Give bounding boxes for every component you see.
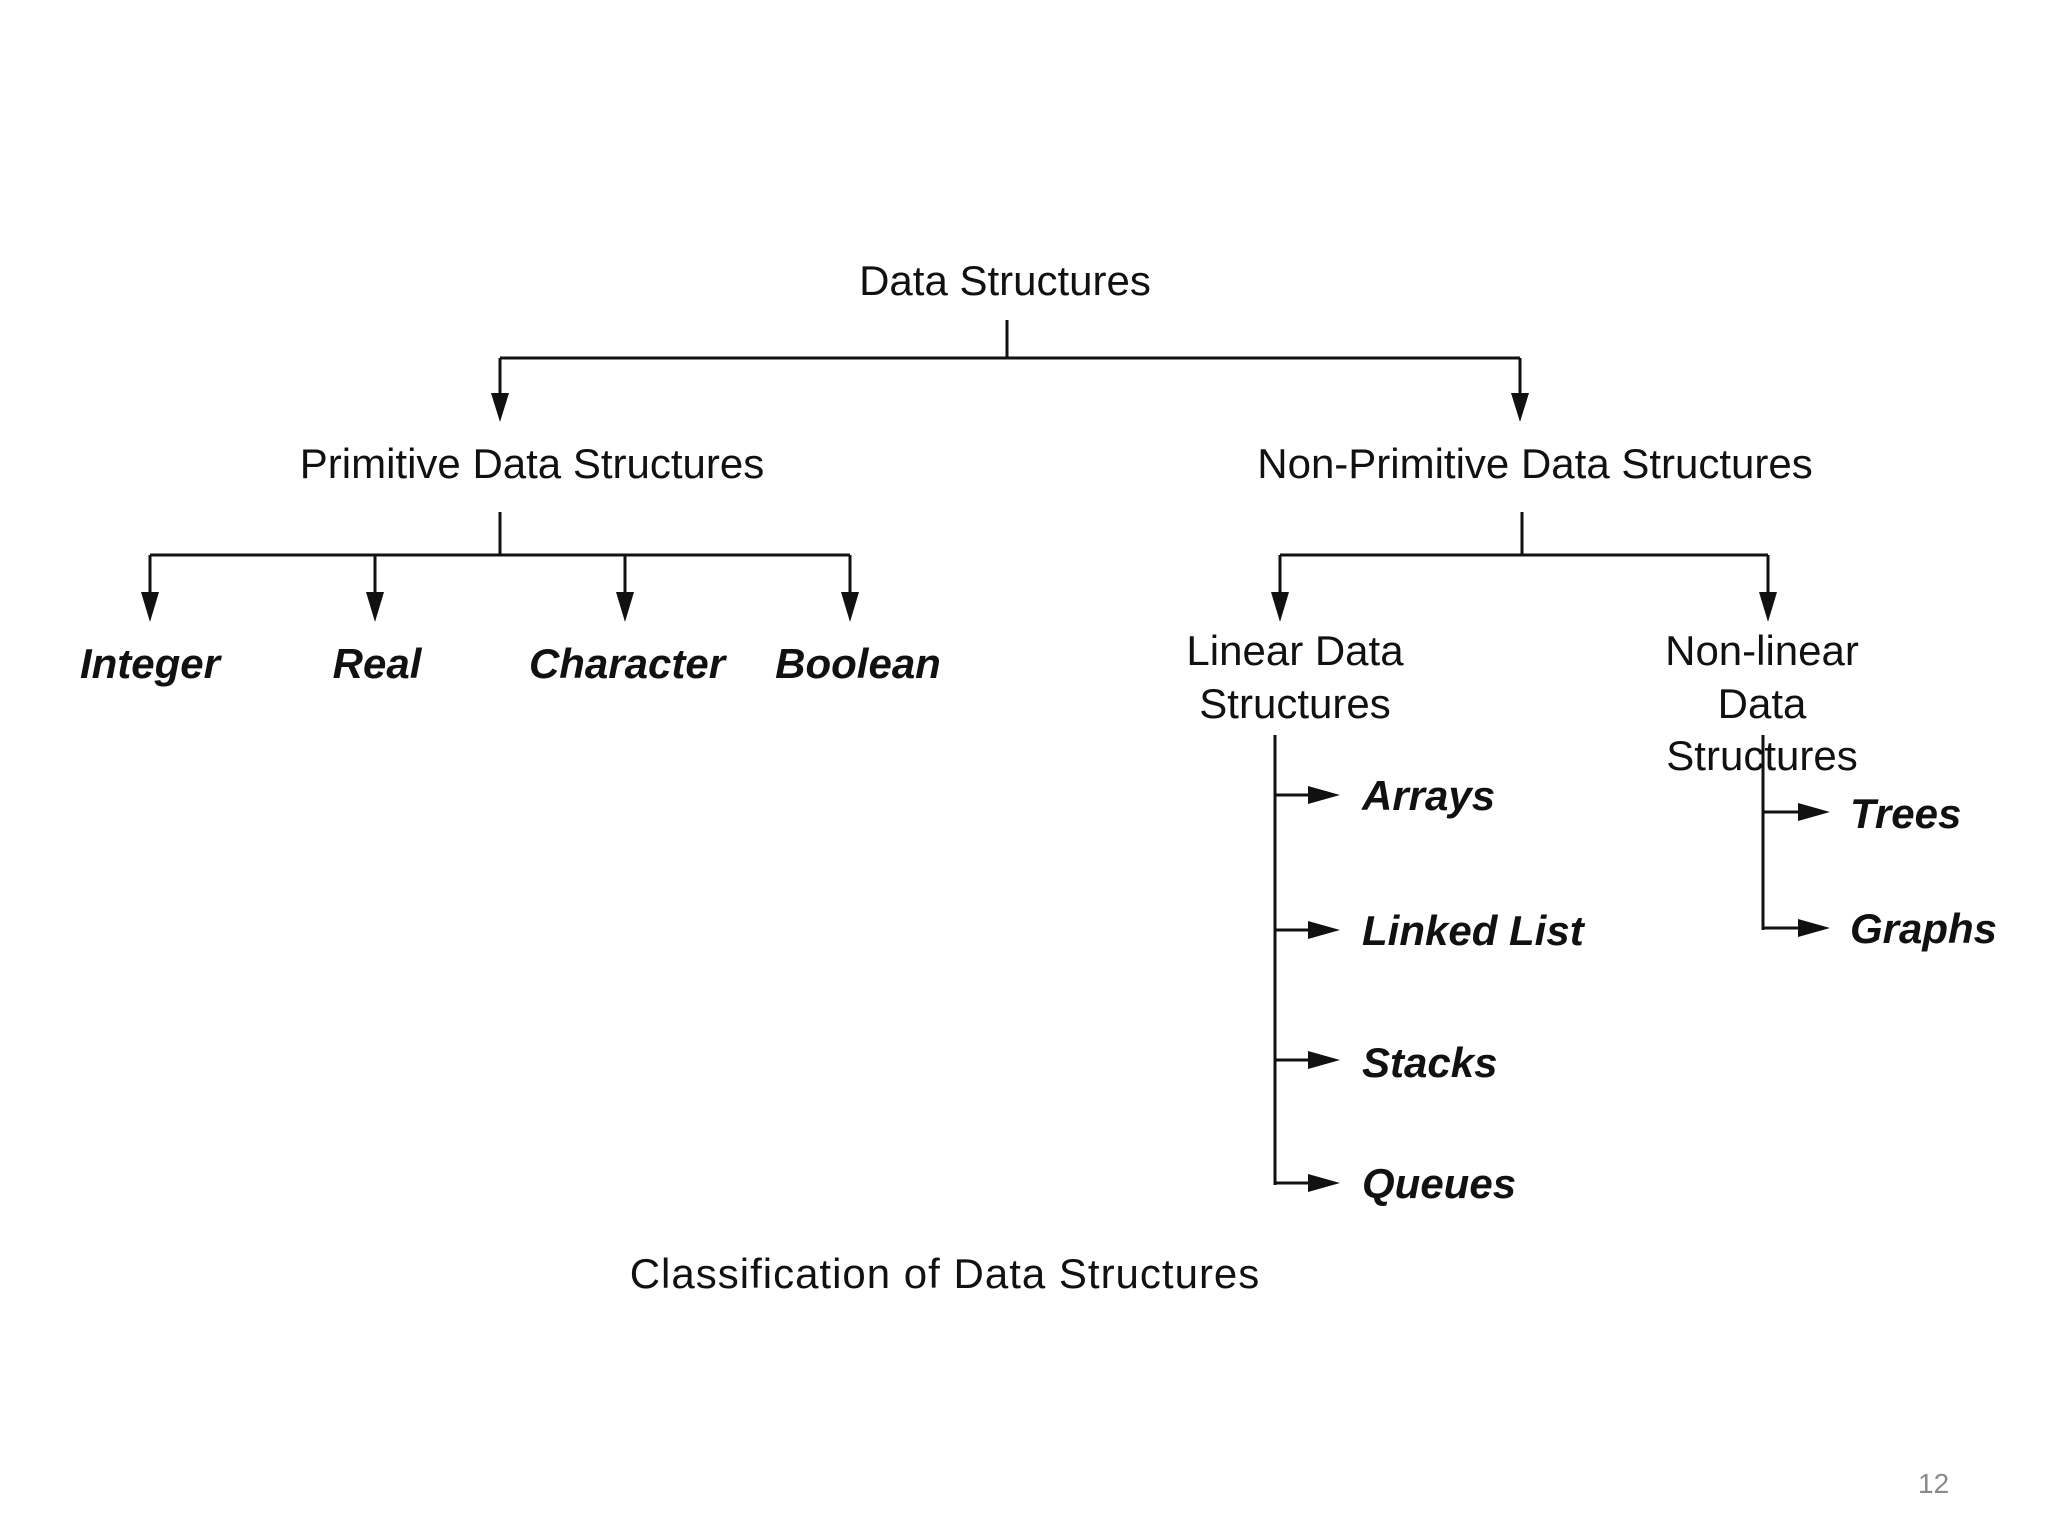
node-integer: Integer	[79, 640, 221, 687]
page-number: 12	[1918, 1468, 1950, 1499]
arrowhead-real	[366, 592, 384, 622]
node-queues: Queues	[1362, 1160, 1517, 1207]
node-primitive: Primitive Data Structures	[299, 440, 765, 487]
arrowhead-graphs	[1798, 919, 1830, 937]
node-non-linear: Non-linear Data Structures	[1665, 627, 1859, 779]
arrowhead-linear	[1271, 592, 1289, 622]
node-boolean: Boolean	[775, 640, 941, 687]
arrowhead-trees	[1798, 803, 1830, 821]
node-data-structures: Data Structures	[859, 257, 1151, 304]
arrowhead-linked-list	[1308, 921, 1340, 939]
arrowhead-integer	[141, 592, 159, 622]
arrowhead-non-linear	[1759, 592, 1777, 622]
node-real: Real	[332, 640, 422, 687]
node-linked-list: Linked List	[1362, 907, 1584, 954]
arrowhead-boolean	[841, 592, 859, 622]
node-stacks: Stacks	[1362, 1039, 1498, 1086]
node-linear: Linear Data Structures	[1186, 627, 1404, 727]
node-character: Character	[528, 640, 726, 687]
arrowhead-stacks	[1308, 1051, 1340, 1069]
node-trees: Trees	[1850, 790, 1962, 837]
arrowhead-arrays	[1308, 786, 1340, 804]
node-arrays: Arrays	[1362, 772, 1496, 819]
arrowhead-character	[616, 592, 634, 622]
node-non-primitive: Non-Primitive Data Structures	[1257, 440, 1813, 487]
arrowhead-non-primitive	[1511, 393, 1529, 422]
arrowhead-primitive	[491, 393, 509, 422]
node-graphs: Graphs	[1850, 905, 1998, 952]
arrowhead-queues	[1308, 1174, 1340, 1192]
diagram-caption: Classification of Data Structures	[629, 1250, 1261, 1297]
